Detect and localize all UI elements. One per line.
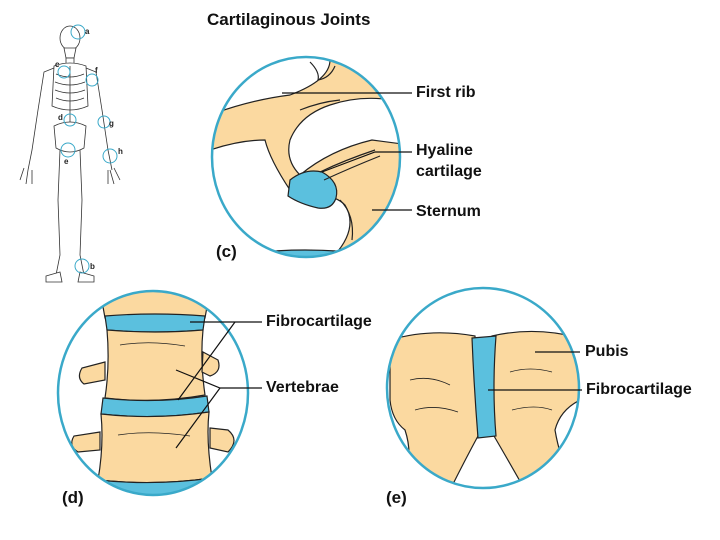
label-sternum: Sternum <box>416 203 481 220</box>
panel-letter-d: (d) <box>62 488 84 507</box>
skeleton-marker-c: c <box>55 60 60 69</box>
skeleton-marker-a: a <box>85 27 90 36</box>
panel-c-illustration <box>210 55 402 259</box>
skeleton-marker-b: b <box>90 262 95 271</box>
panel-letter-e: (e) <box>386 488 407 507</box>
label-fibrocartilage-e: Fibrocartilage <box>586 381 692 398</box>
skeleton-marker-e: e <box>64 157 69 166</box>
skeleton-marker-d: d <box>58 113 63 122</box>
label-vertebrae: Vertebrae <box>266 379 339 396</box>
leader-lines <box>175 92 582 449</box>
page-title: Cartilaginous Joints <box>207 10 371 29</box>
skeleton-marker-f: f <box>95 66 98 75</box>
label-first-rib: First rib <box>416 84 476 101</box>
skeleton-thumbnail <box>19 25 121 283</box>
panel-e-illustration <box>385 286 581 490</box>
panel-letter-c: (c) <box>216 242 237 261</box>
label-cartilage: cartilage <box>416 163 482 180</box>
label-fibrocartilage-d: Fibrocartilage <box>266 313 372 330</box>
skeleton-marker-h: h <box>118 147 123 156</box>
skeleton-markers <box>57 24 118 274</box>
label-hyaline: Hyaline <box>416 142 473 159</box>
skeleton-marker-g: g <box>109 119 114 128</box>
label-pubis: Pubis <box>585 343 629 360</box>
